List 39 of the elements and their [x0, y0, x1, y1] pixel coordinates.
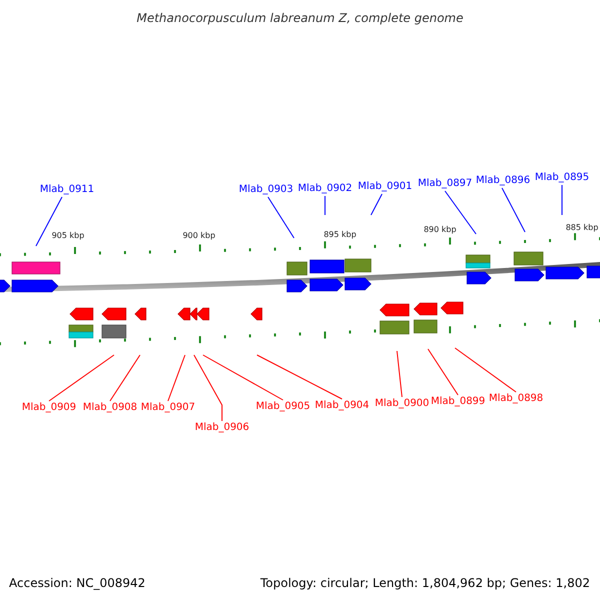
gene-label: Mlab_0898 — [488, 393, 544, 405]
scale-label: 895 kbp — [324, 230, 356, 240]
gene-label: Mlab_0908 — [82, 402, 138, 414]
leader-line — [202, 354, 284, 400]
gene-label: Mlab_0907 — [140, 402, 196, 414]
leader-line — [428, 348, 458, 396]
gene-label: Mlab_0899 — [430, 396, 486, 408]
gene-label: Mlab_0906 — [194, 422, 250, 434]
leader-line — [168, 354, 186, 402]
genome-info-text: Topology: circular; Length: 1,804,962 bp; Genes: 1,802 — [260, 576, 590, 590]
gene-label: Mlab_0904 — [314, 400, 370, 412]
leader-line — [110, 354, 140, 402]
gene-label: Mlab_0900 — [374, 398, 430, 410]
gene-label: Mlab_0901 — [358, 181, 412, 193]
leader-line — [36, 196, 62, 246]
leader-line — [370, 194, 382, 216]
scale-label: 885 kbp — [566, 223, 598, 233]
scale-label: 900 kbp — [182, 231, 216, 241]
gene-label: Mlab_0897 — [418, 178, 472, 190]
leader-line — [194, 354, 222, 422]
gene-label: Mlab_0905 — [256, 401, 310, 413]
leader-line — [48, 354, 114, 402]
gene-label: Mlab_0911 — [40, 184, 94, 196]
gene-label: Mlab_0909 — [22, 402, 76, 414]
gene-label: Mlab_0895 — [534, 172, 590, 184]
leader-line — [324, 196, 326, 216]
leader-line — [396, 350, 402, 398]
gene-label: Mlab_0903 — [238, 184, 294, 196]
title: Methanocorpusculum labreanum Z, complete genome — [136, 11, 464, 25]
leader-line — [444, 190, 476, 234]
scale-label: 905 kbp — [52, 231, 84, 241]
gene-label: Mlab_0896 — [476, 175, 530, 187]
leader-line — [454, 348, 516, 392]
leader-line — [256, 354, 342, 400]
scale-label: 890 kbp — [424, 225, 456, 235]
accession-text: Accession: NC_008942 — [9, 576, 146, 590]
leader-line — [502, 188, 526, 232]
leader-line — [268, 196, 294, 238]
gene-label: Mlab_0902 — [298, 183, 352, 195]
